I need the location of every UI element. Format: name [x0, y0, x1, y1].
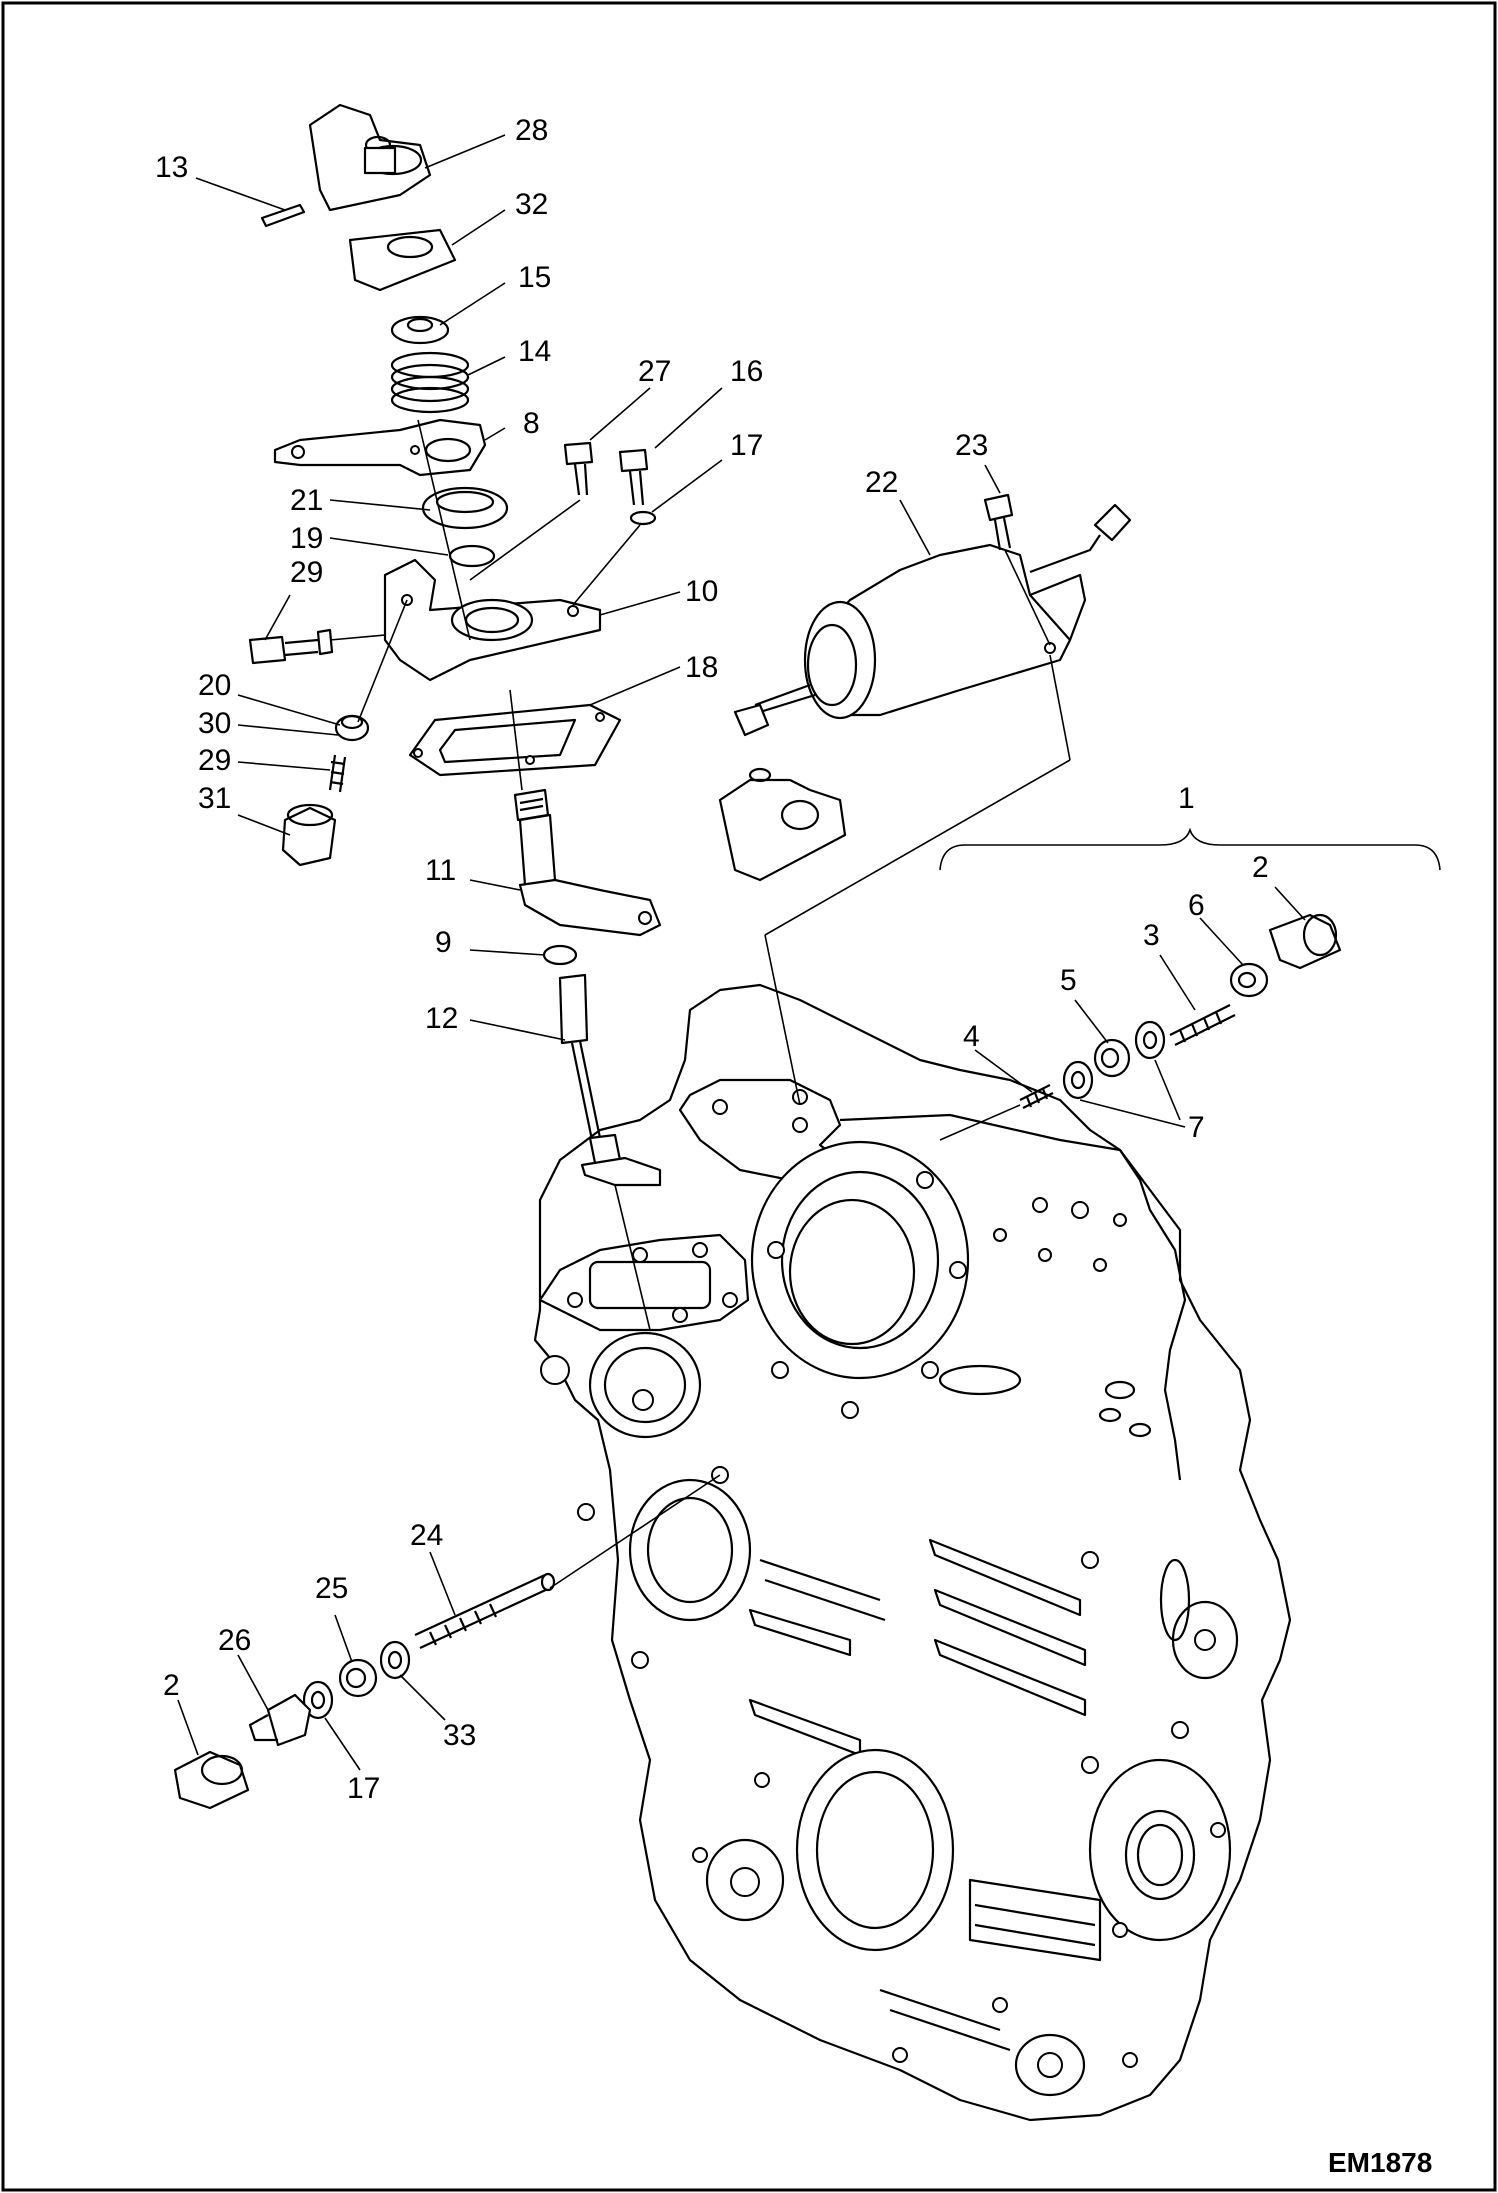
callout-12: 12: [425, 1002, 458, 1035]
part-17-washer-bottom: [302, 1680, 334, 1720]
callout-9: 9: [435, 926, 452, 959]
callout-17-bottom: 17: [347, 1772, 380, 1805]
callout-29-bottom: 29: [198, 744, 231, 777]
part-5-spacer: [1093, 1038, 1131, 1078]
part-4-spring: [1019, 1084, 1054, 1109]
part-9-o-ring: [542, 944, 578, 966]
callout-21: 21: [290, 484, 323, 517]
callout-25: 25: [315, 1572, 348, 1605]
part-26-nut: [248, 1693, 312, 1747]
part-21-bushing: [421, 486, 509, 530]
callout-13: 13: [155, 151, 188, 184]
callout-11: 11: [425, 854, 456, 887]
gear-case-housing: [533, 983, 1292, 2122]
part-29-stop-screw: [328, 754, 347, 793]
part-27-bolt: [563, 441, 594, 496]
callout-32: 32: [515, 188, 548, 221]
callout-10: 10: [685, 575, 718, 608]
part-31-cap: [281, 803, 337, 867]
callout-5: 5: [1060, 964, 1077, 997]
part-13-pin: [260, 203, 306, 228]
callout-29-top: 29: [290, 556, 323, 589]
part-32-collar: [348, 228, 457, 292]
part-12-governor-shaft: [558, 973, 662, 1187]
callout-15: 15: [518, 261, 551, 294]
part-20-30-nut: [334, 714, 370, 742]
callout-14: 14: [518, 335, 551, 368]
part-3-screw: [1169, 1004, 1236, 1046]
assembly-lines: [329, 419, 1071, 1589]
callout-7: 7: [1188, 1111, 1205, 1144]
part-2-cap-right: [1268, 913, 1342, 970]
part-25-spacer: [338, 1658, 378, 1698]
callout-31: 31: [198, 782, 231, 815]
rear-plate-outline: [839, 1113, 1187, 1481]
callout-4: 4: [963, 1020, 980, 1053]
callout-22: 22: [865, 466, 898, 499]
part-29-bolt-horizontal: [248, 628, 334, 665]
part-7-washer-a: [1134, 1020, 1166, 1060]
part-11-shaft-lever: [513, 788, 662, 937]
part-6-nut: [1229, 962, 1269, 998]
callout-2-right: 2: [1252, 851, 1269, 884]
part-24-stud: [414, 1572, 556, 1649]
callout-28: 28: [515, 114, 548, 147]
callout-26: 26: [218, 1624, 251, 1657]
callout-24: 24: [410, 1519, 443, 1552]
callout-19: 19: [290, 522, 323, 555]
callout-1: 1: [1178, 782, 1195, 815]
part-15-nut: [390, 315, 450, 345]
figure-code: EM1878: [1328, 2147, 1432, 2178]
callout-16: 16: [730, 355, 763, 388]
callout-2-left: 2: [163, 1669, 180, 1702]
callout-20: 20: [198, 669, 231, 702]
callout-23: 23: [955, 429, 988, 462]
callout-labels: 13 28 32 15 14 8 27 16 17 21 19 29 10 23…: [155, 114, 1269, 1805]
solenoid-link-bracket: [718, 767, 847, 882]
callout-18: 18: [685, 651, 718, 684]
part-10-housing: [383, 558, 602, 682]
part-22-solenoid: [733, 503, 1132, 737]
part-28-lever: [308, 103, 432, 212]
part-18-gasket: [408, 703, 622, 777]
leader-lines: [177, 134, 1306, 1771]
callout-8: 8: [523, 407, 540, 440]
callout-6: 6: [1188, 889, 1205, 922]
callout-30: 30: [198, 707, 231, 740]
callout-17-top: 17: [730, 429, 763, 462]
part-7-washer-b: [1062, 1060, 1094, 1100]
part-33-washer: [379, 1640, 411, 1680]
part-8-lever-arm: [273, 418, 487, 477]
part-19-o-ring: [448, 544, 496, 568]
part-2-cap-left: [173, 1750, 250, 1810]
part-14-spring: [390, 351, 470, 414]
callout-3: 3: [1143, 919, 1160, 952]
part-23-bolt: [983, 493, 1014, 551]
callout-27: 27: [638, 355, 671, 388]
callout-33: 33: [443, 1719, 476, 1752]
part-17-washer-top: [629, 510, 657, 526]
part-16-bolt: [618, 448, 649, 506]
assembly-1-bracket: [939, 827, 1441, 871]
